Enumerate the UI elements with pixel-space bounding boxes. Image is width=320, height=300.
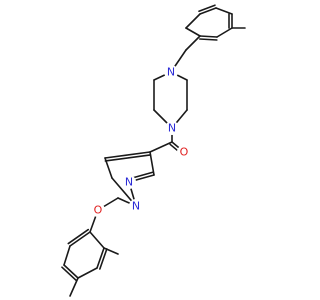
bond-tolyl-3: [216, 27, 233, 38]
bond-tolyl-6b: [198, 4, 216, 12]
atom-label-n: N: [168, 122, 176, 135]
bond-methyl-para: [69, 277, 79, 297]
atom-knockout: [122, 175, 136, 189]
atom-label-o: O: [180, 146, 189, 159]
bond-tolyl-5: [215, 7, 233, 15]
bond-pz-6b: [104, 154, 152, 162]
atom-label-n: N: [132, 200, 140, 213]
bond-aryl-4: [63, 264, 79, 279]
bond-benzyl-1: [185, 35, 201, 51]
bond-aryl-2: [96, 247, 105, 269]
atom-knockout: [165, 121, 179, 135]
bond-aryl-3: [77, 267, 98, 279]
bond-pz-1: [149, 151, 155, 176]
bond-tolyl-7: [185, 13, 201, 29]
atom-label-o: O: [94, 204, 103, 217]
bond-aryl-1: [89, 231, 105, 249]
bond-tolyl-2b: [199, 38, 218, 41]
bond-layer: [61, 4, 246, 297]
bond-aryl-2b: [99, 248, 108, 270]
bond-pz-6: [104, 151, 151, 159]
bond-tolyl-6: [199, 7, 217, 15]
bond-tolyl-2: [199, 35, 218, 38]
atom-label-n: N: [167, 66, 175, 79]
bond-aryl-6: [69, 231, 91, 247]
bond-aryl-6b: [67, 228, 90, 245]
atom-label-n: N: [125, 176, 133, 189]
atom-knockout: [129, 199, 143, 213]
atom-knockout: [164, 65, 178, 79]
atom-knockout: [177, 145, 191, 159]
bond-aryl-5: [63, 245, 71, 266]
bond-tolyl-1: [185, 27, 201, 37]
bond-aryl-4b: [61, 266, 77, 281]
bond-co-ring: [149, 141, 173, 153]
atom-knockout: [91, 203, 105, 217]
bond-methyl-ortho: [103, 247, 119, 255]
